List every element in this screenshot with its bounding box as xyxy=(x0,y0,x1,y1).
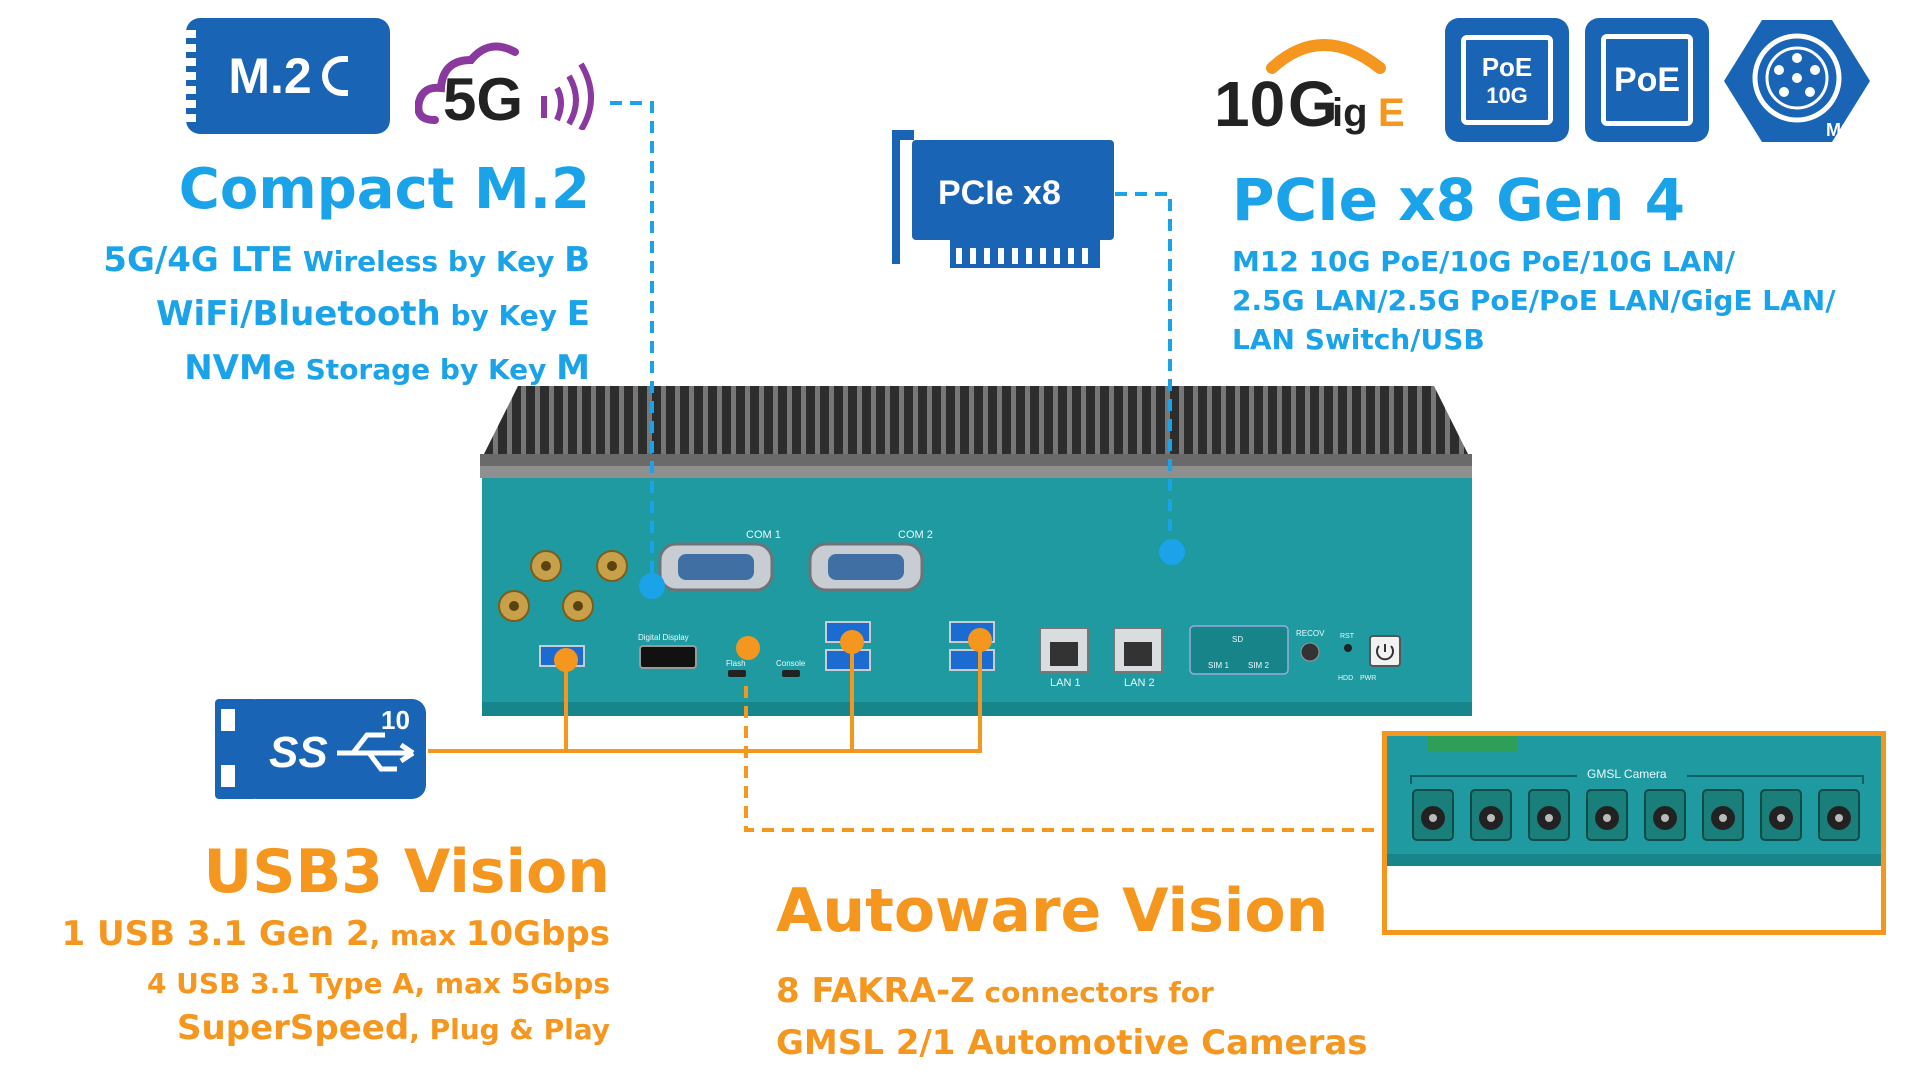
device-front-panel: COM 1 COM 2 Digital Display Flash Consol… xyxy=(480,386,1472,716)
autoware-details: 8 FAKRA-Z connectors for GMSL 2/1 Automo… xyxy=(776,968,1368,1066)
m2-icon: M.2 xyxy=(186,18,390,134)
pwr-label: PWR xyxy=(1360,675,1376,682)
com1-label: COM 1 xyxy=(746,529,781,541)
pcie-card-icon: PCIe x8 xyxy=(892,130,1114,268)
5g-label: 5G xyxy=(443,66,523,130)
autoware-fakra: 8 FAKRA-Z xyxy=(776,971,975,1011)
usb-superspeed: SuperSpeed xyxy=(177,1008,410,1048)
usb-type-a: 4 USB 3.1 Type A, max 5Gbps xyxy=(146,967,610,1000)
usb3-vision-title: USB3 Vision xyxy=(203,837,610,907)
compact-m2-title: Compact M.2 xyxy=(178,157,590,222)
m2-contacts xyxy=(186,30,196,122)
heatsink xyxy=(480,386,1472,462)
usb-plug-play: , Plug & Play xyxy=(409,1013,610,1046)
usb-ss-label: SS xyxy=(269,728,328,777)
recov-label: RECOV xyxy=(1296,629,1325,638)
digital-display-label: Digital Display xyxy=(638,633,689,642)
10gige-g: G xyxy=(1288,68,1338,138)
gmsl-inset: GMSL Camera xyxy=(1382,731,1886,935)
10gige-ig: ig xyxy=(1332,91,1368,135)
poe-10g-top: PoE xyxy=(1481,51,1533,82)
sim2-label: SIM 2 xyxy=(1248,661,1269,670)
m2-nvme: NVMe xyxy=(184,348,296,388)
poe-icon: PoE xyxy=(1585,18,1709,142)
usb-ten-label: 10 xyxy=(381,705,410,735)
sim1-label: SIM 1 xyxy=(1208,661,1229,670)
com2-label: COM 2 xyxy=(898,529,933,541)
10gige-e: E xyxy=(1378,91,1405,135)
pcie-card-label: PCIe x8 xyxy=(938,174,1061,212)
m12-label: M12 xyxy=(1826,120,1861,140)
autoware-connectors-for: connectors for xyxy=(974,976,1214,1009)
m2-storage-key: Storage by Key xyxy=(295,353,557,386)
m2-icon-label: M.2 xyxy=(228,48,312,104)
m2-5g-lte: 5G/4G LTE xyxy=(103,240,294,280)
usb-ss10-icon: SS 10 xyxy=(215,699,426,799)
autoware-gmsl-cameras: GMSL 2/1 Automotive Cameras xyxy=(776,1023,1368,1063)
lan-ports xyxy=(1039,627,1163,673)
10gige-ten: 10 xyxy=(1214,68,1285,138)
usb3-vision-details: 1 USB 3.1 Gen 2, max 10Gbps 4 USB 3.1 Ty… xyxy=(62,912,610,1056)
m2-key-e: E xyxy=(566,294,590,334)
console-label: Console xyxy=(776,659,806,668)
gmsl-camera-label: GMSL Camera xyxy=(1587,767,1667,781)
m2-notch-icon xyxy=(321,56,348,96)
hdd-label: HDD xyxy=(1338,675,1353,682)
pcie-line-1: M12 10G PoE/10G PoE/10G LAN/ xyxy=(1232,245,1736,278)
lan2-label: LAN 2 xyxy=(1124,677,1155,689)
poe-10g-icon: PoE 10G xyxy=(1445,18,1569,142)
poe-frame: PoE xyxy=(1601,34,1693,126)
pcie-title: PCIe x8 Gen 4 xyxy=(1232,166,1685,234)
pcie-line-3: LAN Switch/USB xyxy=(1232,323,1485,356)
10gige-icon: 10 G ig E xyxy=(1214,39,1405,138)
5g-cloud-icon: 5G xyxy=(415,42,594,130)
gmsl-camera-panel: GMSL Camera xyxy=(1387,736,1881,866)
usb-gen2: 1 USB 3.1 Gen 2 xyxy=(61,914,370,954)
m2-wireless-key: Wireless by Key xyxy=(293,245,565,278)
rst-label: RST xyxy=(1340,633,1355,640)
lan1-label: LAN 1 xyxy=(1050,677,1081,689)
flash-label: Flash xyxy=(726,659,746,668)
m12-connector-icon: M12 xyxy=(1724,20,1870,142)
m2-key-b: B xyxy=(564,240,590,280)
autoware-title: Autoware Vision xyxy=(776,876,1329,946)
m2-wifi-bt: WiFi/Bluetooth xyxy=(156,294,441,334)
pcie-details: M12 10G PoE/10G PoE/10G LAN/ 2.5G LAN/2.… xyxy=(1232,242,1835,359)
poe-10g-frame: PoE 10G xyxy=(1461,35,1553,125)
poe-label: PoE xyxy=(1613,60,1681,99)
m2-key-m: M xyxy=(556,348,590,388)
sd-label: SD xyxy=(1232,635,1243,644)
poe-10g-bottom: 10G xyxy=(1486,82,1528,108)
com-ports xyxy=(658,542,924,592)
m2-by-key-e: by Key xyxy=(440,299,567,332)
pcie-line-2: 2.5G LAN/2.5G PoE/PoE LAN/GigE LAN/ xyxy=(1232,284,1836,317)
usb-max: , max xyxy=(369,919,466,952)
usb-10gbps: 10Gbps xyxy=(465,914,610,954)
compact-m2-details: 5G/4G LTE Wireless by Key B WiFi/Bluetoo… xyxy=(103,236,590,398)
